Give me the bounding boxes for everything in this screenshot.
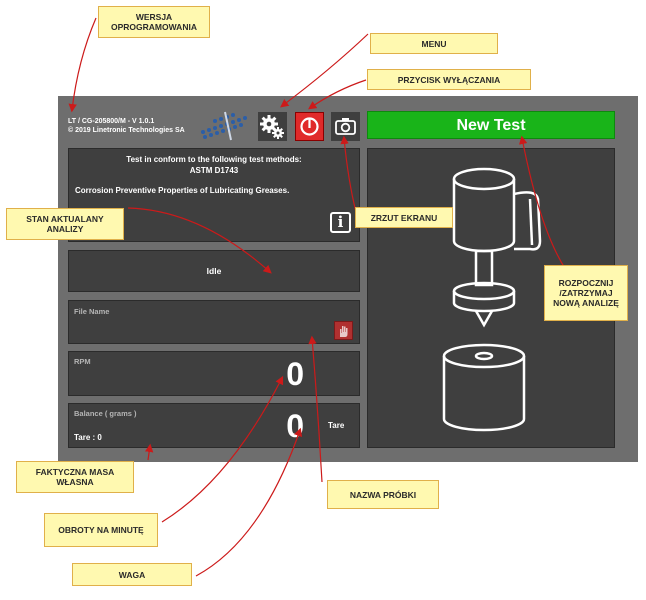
camera-icon bbox=[335, 118, 356, 135]
info-icon: i bbox=[337, 213, 344, 231]
annotation-sample-name: NAZWA PRÓBKI bbox=[327, 480, 439, 509]
screenshot-button[interactable] bbox=[331, 112, 360, 141]
annotation-screenshot: ZRZUT EKRANU bbox=[355, 207, 453, 228]
rpm-value: 0 bbox=[286, 356, 304, 392]
tare-value: Tare : 0 bbox=[74, 433, 102, 442]
annotation-menu: MENU bbox=[370, 33, 498, 54]
gear-icon bbox=[260, 115, 284, 139]
rpm-label: RPM bbox=[74, 357, 91, 366]
balance-panel: Balance ( grams ) Tare : 0 0 Tare bbox=[68, 403, 360, 448]
version-info: LT / CG-205800/M - V 1.0.1 © 2019 Linetr… bbox=[68, 117, 185, 135]
info-button[interactable]: i bbox=[330, 212, 351, 233]
logo-graphic bbox=[201, 111, 247, 141]
version-line: LT / CG-205800/M - V 1.0.1 bbox=[68, 118, 155, 125]
test-method-code: ASTM D1743 bbox=[189, 166, 239, 175]
annotation-power: PRZYCISK WYŁĄCZANIA bbox=[367, 69, 531, 90]
file-name-panel[interactable]: File Name bbox=[68, 300, 360, 344]
annotation-rpm: OBROTY NA MINUTĘ bbox=[44, 513, 158, 547]
annotation-tare-mass: FAKTYCZNA MASA WŁASNA bbox=[16, 461, 134, 493]
power-icon bbox=[300, 117, 319, 136]
tare-button[interactable]: Tare bbox=[328, 421, 345, 430]
test-method-description: Corrosion Preventive Properties of Lubri… bbox=[75, 186, 290, 195]
rpm-panel: RPM 0 bbox=[68, 351, 360, 396]
file-name-label: File Name bbox=[74, 307, 110, 316]
hand-icon bbox=[340, 326, 348, 337]
copyright-line: © 2019 Linetronic Technologies SA bbox=[68, 127, 185, 134]
balance-label: Balance ( grams ) bbox=[74, 409, 137, 418]
status-text: Idle bbox=[206, 266, 222, 276]
annotation-software-version: WERSJA OPROGRAMOWANIA bbox=[98, 6, 210, 38]
new-test-button[interactable]: New Test bbox=[367, 111, 615, 139]
annotation-analysis-state: STAN AKTUALANY ANALIZY bbox=[6, 208, 124, 240]
menu-button[interactable] bbox=[258, 112, 287, 141]
balance-value: 0 bbox=[286, 408, 304, 444]
status-panel: Idle bbox=[68, 250, 360, 292]
file-name-action-button[interactable] bbox=[334, 321, 353, 340]
test-method-intro: Test in conform to the following test me… bbox=[126, 155, 302, 164]
apparatus-diagram bbox=[442, 167, 542, 432]
annotation-start-stop: ROZPOCZNIJ /ZATRZYMAJ NOWĄ ANALIZĘ bbox=[544, 265, 628, 321]
power-button[interactable] bbox=[295, 112, 324, 141]
annotation-scale: WAGA bbox=[72, 563, 192, 586]
